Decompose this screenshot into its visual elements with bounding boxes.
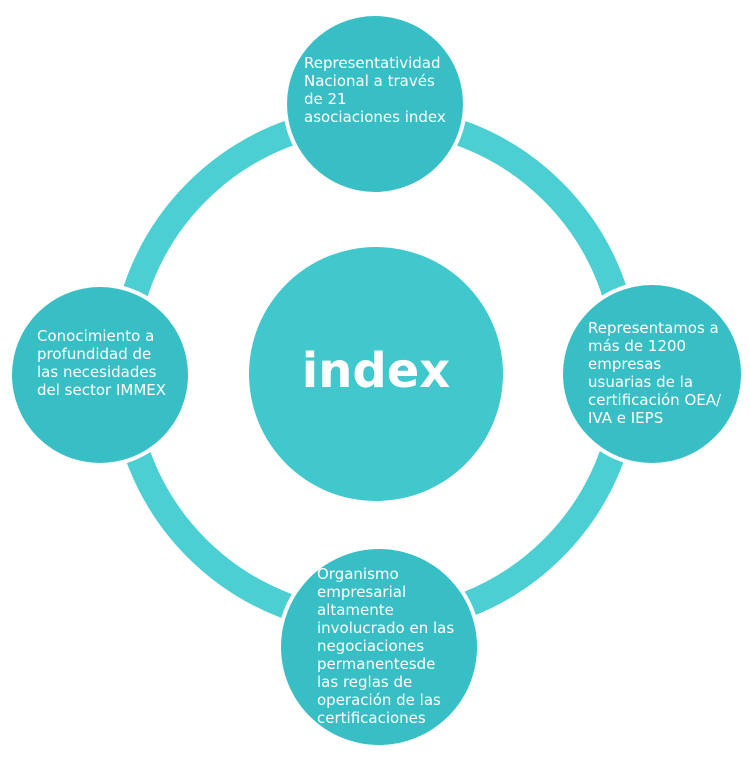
node-top: Representatividad Nacional a través de 2…: [287, 16, 463, 192]
node-left-text: Conocimiento a profundidad de las necesi…: [37, 327, 167, 399]
node-bottom-text: Organismo empresarial altamente involucr…: [317, 565, 455, 727]
node-bottom: Organismo empresarial altamente involucr…: [281, 549, 477, 745]
center-circle: index: [249, 247, 503, 501]
node-left: Conocimiento a profundidad de las necesi…: [12, 287, 188, 463]
node-top-text: Representatividad Nacional a través de 2…: [304, 54, 446, 126]
center-title: index: [301, 343, 451, 399]
node-right-text: Representamos a más de 1200 empresas usu…: [588, 319, 722, 427]
node-right: Representamos a más de 1200 empresas usu…: [563, 285, 741, 463]
